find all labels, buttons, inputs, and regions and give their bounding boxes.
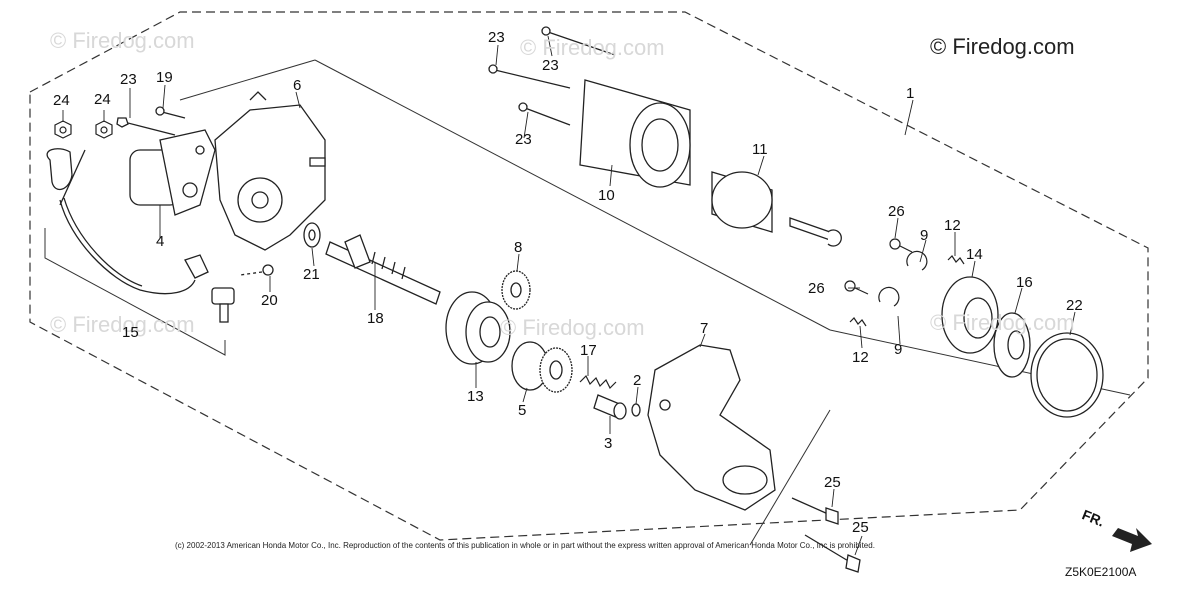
gear-part-13 <box>445 291 511 365</box>
gear-part-8 <box>501 270 531 310</box>
callout-18: 18 <box>367 310 384 327</box>
terminal-part-15 <box>211 287 235 323</box>
sub-assembly-outline <box>44 228 226 356</box>
spring-part-17 <box>579 374 617 390</box>
collar-part-3 <box>593 394 627 420</box>
leader-lines <box>62 35 1076 556</box>
callout-26: 26 <box>808 280 825 297</box>
screw-part-20 <box>184 254 274 279</box>
callout-23: 23 <box>120 71 137 88</box>
callout-24: 24 <box>53 92 70 109</box>
callout-21: 21 <box>303 266 320 283</box>
armature-part-11 <box>711 171 842 247</box>
clip-part-2 <box>631 403 641 417</box>
callout-3: 3 <box>604 435 613 452</box>
callout-4: 4 <box>156 233 165 250</box>
callout-10: 10 <box>598 187 615 204</box>
callout-15: 15 <box>122 324 139 341</box>
cable-part-15 <box>46 148 196 295</box>
group-line-top <box>179 59 316 101</box>
callout-25: 25 <box>824 474 841 491</box>
callout-16: 16 <box>1016 274 1033 291</box>
copyright-notice: (c) 2002-2013 American Honda Motor Co., … <box>175 541 875 550</box>
yoke-part-10 <box>579 79 691 188</box>
callout-23: 23 <box>542 57 559 74</box>
callout-20: 20 <box>261 292 278 309</box>
callout-25: 25 <box>852 519 869 536</box>
housing-part-7 <box>647 344 776 511</box>
front-direction-arrow-icon <box>1112 528 1152 552</box>
bolt-part-23-long <box>488 26 616 126</box>
end-cover-part-6 <box>214 91 326 251</box>
brush-parts <box>844 238 965 327</box>
shaft-part-18 <box>325 234 441 305</box>
watermark: © Firedog.com <box>930 310 1075 335</box>
bolt-part-25 <box>791 497 861 573</box>
watermark: © Firedog.com <box>50 28 195 53</box>
callout-9: 9 <box>894 341 903 358</box>
plate-part-16 <box>993 312 1031 378</box>
callout-11: 11 <box>752 141 768 158</box>
callout-9: 9 <box>920 227 929 244</box>
callout-2: 2 <box>633 372 642 389</box>
callout-23: 23 <box>515 131 532 148</box>
callout-17: 17 <box>580 342 597 359</box>
callout-1: 1 <box>906 85 915 102</box>
bolt-part-23-left <box>116 117 176 136</box>
group-line-main <box>314 59 831 331</box>
watermark: © Firedog.com <box>50 312 195 337</box>
callout-8: 8 <box>514 239 523 256</box>
watermark: © Firedog.com <box>500 315 645 340</box>
assembly-outline <box>29 11 1149 541</box>
callout-14: 14 <box>966 246 983 263</box>
seal-part-22 <box>1030 332 1104 418</box>
callout-22: 22 <box>1066 297 1083 314</box>
washer-part-21 <box>303 222 321 248</box>
callout-5: 5 <box>518 402 527 419</box>
callout-12: 12 <box>944 217 961 234</box>
pinion-part-5 <box>511 341 573 393</box>
callout-19: 19 <box>156 69 173 86</box>
callout-23: 23 <box>488 29 505 46</box>
nut-part-24 <box>54 120 113 139</box>
brand-label: © Firedog.com <box>930 34 1075 59</box>
brush-holder-part-14 <box>941 276 999 354</box>
bolt-part-19 <box>155 106 186 119</box>
callout-24: 24 <box>94 91 111 108</box>
diagram-code: Z5K0E2100A <box>1065 565 1137 579</box>
callout-26: 26 <box>888 203 905 220</box>
callout-13: 13 <box>467 388 484 405</box>
solenoid-part-4 <box>129 129 216 216</box>
group-line-bottom <box>749 409 831 546</box>
callout-6: 6 <box>293 77 302 94</box>
callout-12: 12 <box>852 349 869 366</box>
watermark: © Firedog.com <box>520 35 665 60</box>
callout-7: 7 <box>700 320 709 337</box>
